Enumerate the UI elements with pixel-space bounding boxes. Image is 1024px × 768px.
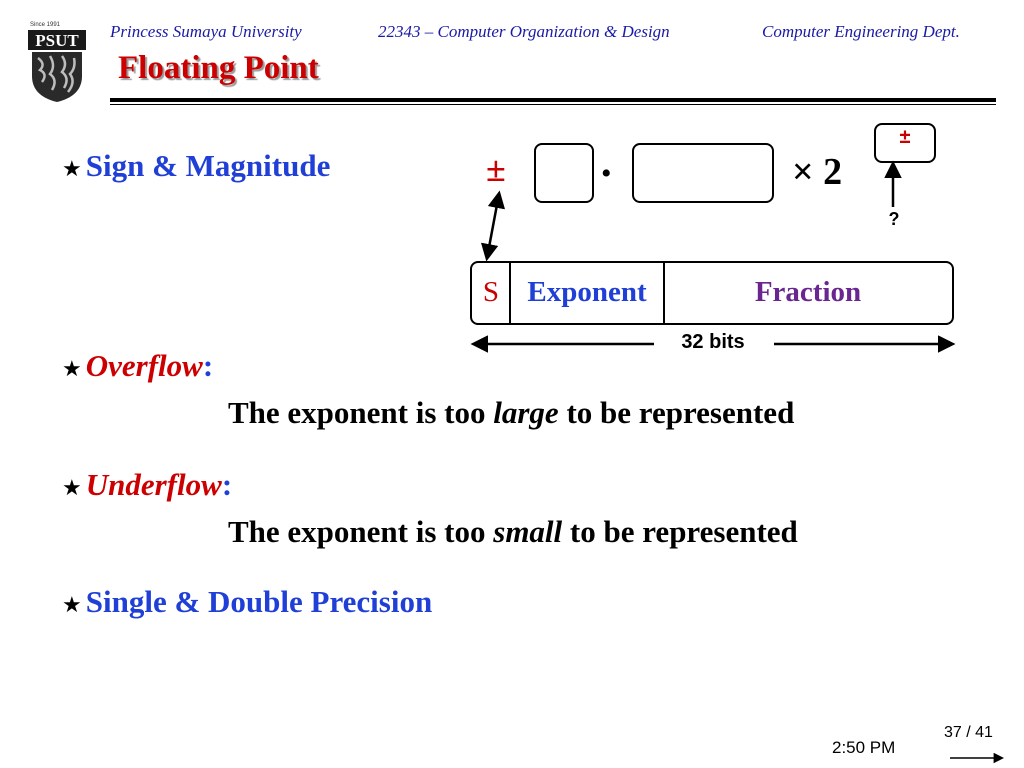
integer-digit-box [534,143,594,203]
clock-time: 2:50 PM [832,738,896,757]
bullet-label: Underflow [85,467,222,502]
field-sign: S [482,276,500,308]
star-bullet-icon: ★ [62,592,82,617]
fraction-digits-box [632,143,774,203]
field-exponent: Exponent [527,276,647,308]
star-bullet-icon: ★ [62,156,82,181]
underflow-text-emphasis: small [493,514,563,549]
bullet-sign-magnitude: ★ Sign & Magnitude [62,148,330,184]
star-bullet-icon: ★ [62,356,82,381]
field-fraction: Fraction [754,276,862,308]
exponent-box [874,123,936,163]
bullet-colon: : [202,348,214,383]
radix-point: • [601,157,612,190]
underflow-description: The exponent is too small to be represen… [228,514,798,550]
sign-link-arrow [480,190,506,262]
page-number: 37 / 41 [944,724,993,741]
overflow-text-emphasis: large [493,395,559,430]
bullet-overflow: ★ Overflow: [62,348,213,384]
underflow-text-end: to be represented [562,514,798,549]
header-course: 22343 – Computer Organization & Design [378,22,670,41]
exponent-sign: ± [899,126,911,148]
sign-symbol: ± [486,149,506,189]
bullet-label: Sign & Magnitude [85,148,331,183]
bullet-underflow: ★ Underflow: [62,467,232,503]
logo-text: PSUT [35,31,79,50]
header-rule [110,98,996,102]
overflow-text-end: to be represented [558,395,795,430]
logo-since-text: Since 1991 [30,22,61,28]
exponent-question: ? [888,209,900,229]
field-divider [509,263,511,323]
university-logo: Since 1991 PSUT [26,18,88,104]
bit-layout-box [470,261,954,325]
overflow-text-start: The exponent is too [228,395,494,430]
slide-title: Floating Point [118,50,319,86]
bullet-label: Single & Double Precision [85,584,433,619]
star-bullet-icon: ★ [62,475,82,500]
header-university: Princess Sumaya University [110,22,302,41]
bullet-colon: : [221,467,233,502]
bullet-precision: ★ Single & Double Precision [62,584,432,620]
header-rule-thin [110,104,996,105]
underflow-text-start: The exponent is too [228,514,494,549]
overflow-description: The exponent is too large to be represen… [228,395,794,431]
field-divider [663,263,665,323]
times-base: × 2 [792,151,843,193]
bullet-label: Overflow [85,348,203,383]
header-department: Computer Engineering Dept. [762,22,960,41]
bits-width-label: 32 bits [660,331,766,354]
